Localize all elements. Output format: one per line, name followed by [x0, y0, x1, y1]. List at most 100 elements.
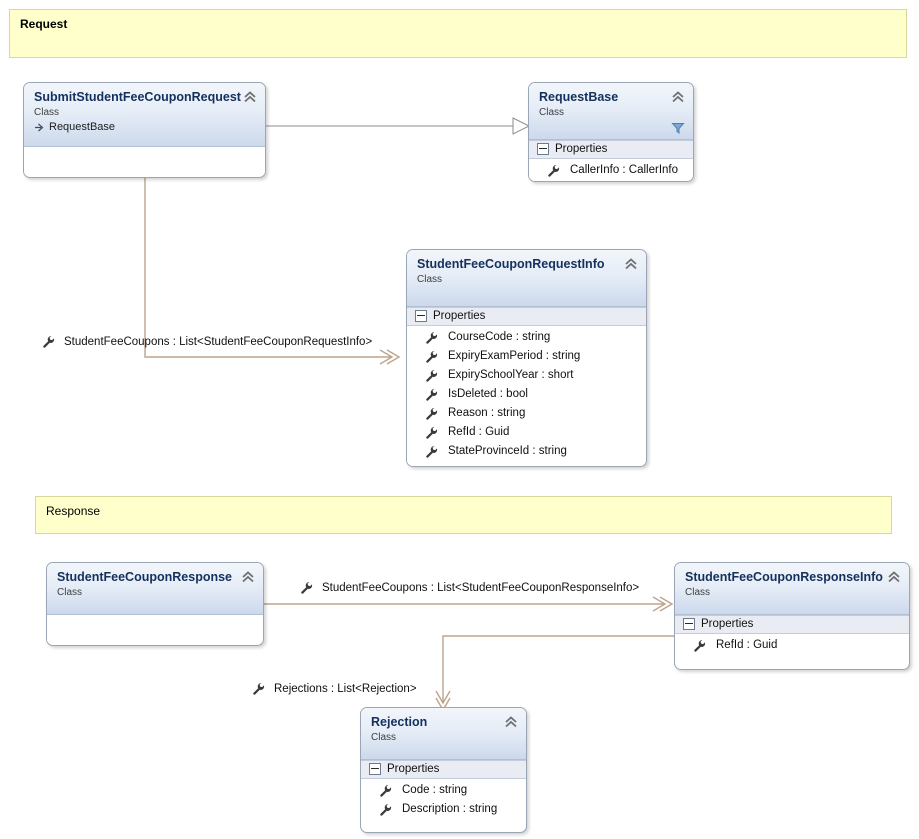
wrench-icon — [694, 640, 706, 652]
chevron-up-icon[interactable] — [670, 90, 686, 104]
member-label: RefId : Guid — [716, 639, 778, 651]
comment-text-response: Response — [46, 504, 101, 518]
member-row[interactable]: StateProvinceId : string — [407, 442, 646, 461]
compartment-header-properties[interactable]: Properties — [361, 760, 526, 779]
class-title: StudentFeeCouponResponse — [57, 570, 233, 584]
wrench-icon — [426, 446, 438, 458]
class-header: Rejection Class — [361, 708, 526, 760]
class-header: StudentFeeCouponResponseInfo Class — [675, 563, 909, 615]
assoc-label-text: StudentFeeCoupons : List<StudentFeeCoupo… — [64, 335, 373, 348]
wrench-icon — [548, 165, 560, 177]
member-row[interactable]: CallerInfo : CallerInfo — [529, 161, 693, 180]
member-label: IsDeleted : bool — [448, 388, 528, 400]
comment-box-request[interactable]: Request — [9, 9, 907, 58]
class-base-type: RequestBase — [34, 120, 255, 135]
assoc-label-request-coupons[interactable]: StudentFeeCoupons : List<StudentFeeCoupo… — [42, 335, 372, 348]
member-label: Reason : string — [448, 407, 526, 419]
class-stereotype: Class — [539, 107, 565, 118]
member-label: StateProvinceId : string — [448, 445, 567, 457]
class-stereotype: Class — [371, 732, 397, 743]
wrench-icon — [380, 804, 392, 816]
member-row[interactable]: RefId : Guid — [675, 636, 909, 655]
member-label: ExpiryExamPeriod : string — [448, 350, 581, 362]
class-rejection[interactable]: Rejection Class Properties Code : string — [360, 707, 527, 833]
wrench-icon — [426, 427, 438, 439]
class-student-fee-coupon-response-info[interactable]: StudentFeeCouponResponseInfo Class Prope… — [674, 562, 910, 670]
member-row[interactable]: IsDeleted : bool — [407, 385, 646, 404]
assoc-label-text: Rejections : List<Rejection> — [274, 682, 417, 695]
assoc-label-rejections[interactable]: Rejections : List<Rejection> — [252, 682, 417, 695]
class-base-label: RequestBase — [49, 121, 116, 133]
member-label: ExpirySchoolYear : short — [448, 369, 574, 381]
member-list: RefId : Guid — [675, 634, 909, 660]
wrench-icon — [301, 582, 313, 594]
expander-icon[interactable] — [369, 763, 381, 775]
wrench-icon — [426, 351, 438, 363]
comment-text-request: Request — [20, 17, 68, 31]
class-stereotype: Class — [685, 587, 711, 598]
chevron-up-icon[interactable] — [623, 257, 639, 271]
wrench-icon — [426, 408, 438, 420]
member-list: CourseCode : string ExpiryExamPeriod : s… — [407, 326, 646, 466]
class-title: Rejection — [371, 715, 428, 729]
chevron-up-icon[interactable] — [240, 570, 256, 584]
inheritance-arrow-icon — [35, 123, 44, 132]
compartment-title: Properties — [433, 310, 486, 322]
member-row[interactable]: RefId : Guid — [407, 423, 646, 442]
assoc-label-text: StudentFeeCoupons : List<StudentFeeCoupo… — [322, 581, 640, 594]
class-student-fee-coupon-request-info[interactable]: StudentFeeCouponRequestInfo Class Proper… — [406, 249, 647, 467]
class-stereotype: Class — [417, 274, 443, 285]
class-body-empty — [24, 147, 265, 175]
class-body-empty — [47, 615, 263, 643]
member-label: RefId : Guid — [448, 426, 510, 438]
class-submit-student-fee-coupon-request[interactable]: SubmitStudentFeeCouponRequest Class Requ… — [23, 82, 266, 178]
expander-icon[interactable] — [537, 143, 549, 155]
chevron-up-icon[interactable] — [886, 570, 902, 584]
connector-inheritance-request-base — [266, 117, 531, 135]
chevron-up-icon[interactable] — [242, 90, 258, 104]
class-header: SubmitStudentFeeCouponRequest Class Requ… — [24, 83, 265, 147]
class-title: StudentFeeCouponRequestInfo — [417, 257, 605, 271]
filter-funnel-icon[interactable] — [671, 121, 685, 135]
wrench-icon — [380, 785, 392, 797]
class-title: SubmitStudentFeeCouponRequest — [34, 90, 241, 104]
class-title: StudentFeeCouponResponseInfo — [685, 570, 883, 584]
member-row[interactable]: ExpirySchoolYear : short — [407, 366, 646, 385]
compartment-header-properties[interactable]: Properties — [675, 615, 909, 634]
member-label: Description : string — [402, 803, 498, 815]
wrench-icon — [253, 683, 265, 695]
wrench-icon — [43, 336, 55, 348]
member-list: CallerInfo : CallerInfo — [529, 159, 693, 181]
member-row[interactable]: CourseCode : string — [407, 328, 646, 347]
connector-assoc-rejections — [435, 635, 674, 712]
connector-assoc-response-coupons — [264, 596, 674, 612]
member-label: Code : string — [402, 784, 468, 796]
member-row[interactable]: Reason : string — [407, 404, 646, 423]
member-label: CallerInfo : CallerInfo — [570, 164, 679, 176]
class-stereotype: Class — [57, 587, 83, 598]
class-stereotype: Class — [34, 107, 60, 118]
expander-icon[interactable] — [415, 310, 427, 322]
wrench-icon — [426, 332, 438, 344]
member-row[interactable]: Description : string — [361, 800, 526, 819]
class-student-fee-coupon-response[interactable]: StudentFeeCouponResponse Class — [46, 562, 264, 646]
chevron-up-icon[interactable] — [503, 715, 519, 729]
member-row[interactable]: Code : string — [361, 781, 526, 800]
wrench-icon — [426, 370, 438, 382]
compartment-header-properties[interactable]: Properties — [529, 140, 693, 159]
compartment-header-properties[interactable]: Properties — [407, 307, 646, 326]
compartment-title: Properties — [555, 143, 608, 155]
expander-icon[interactable] — [683, 618, 695, 630]
class-header: StudentFeeCouponRequestInfo Class — [407, 250, 646, 307]
comment-box-response[interactable]: Response — [35, 496, 892, 534]
compartment-title: Properties — [701, 618, 754, 630]
class-request-base[interactable]: RequestBase Class Properties CallerInfo … — [528, 82, 694, 182]
member-row[interactable]: ExpiryExamPeriod : string — [407, 347, 646, 366]
class-header: RequestBase Class — [529, 83, 693, 140]
wrench-icon — [426, 389, 438, 401]
class-title: RequestBase — [539, 90, 619, 104]
class-header: StudentFeeCouponResponse Class — [47, 563, 263, 615]
assoc-label-response-coupons[interactable]: StudentFeeCoupons : List<StudentFeeCoupo… — [300, 581, 639, 594]
compartment-title: Properties — [387, 763, 440, 775]
